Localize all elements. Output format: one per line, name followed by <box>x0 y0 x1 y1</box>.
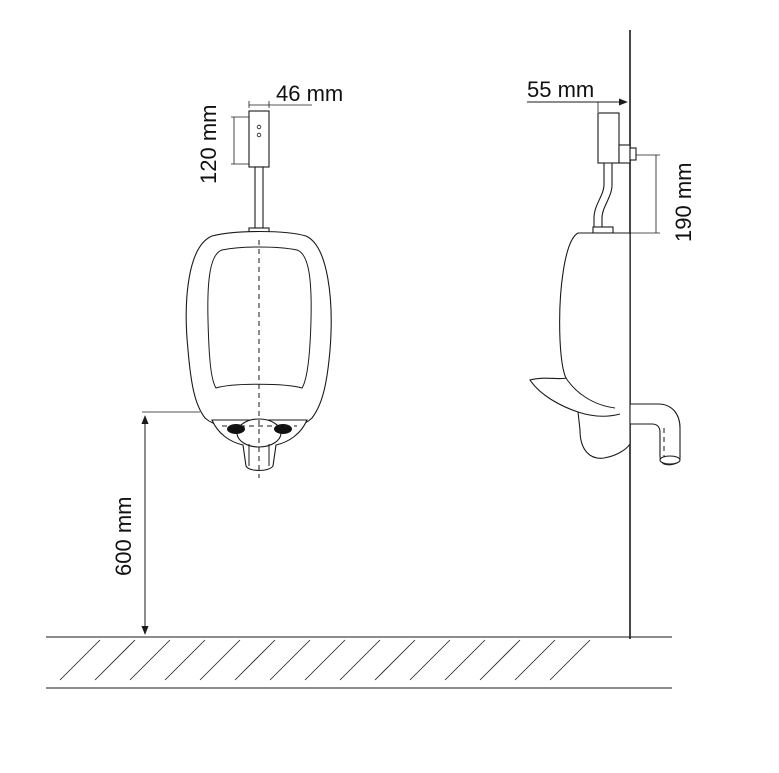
sensor-led <box>256 132 262 138</box>
flush-pipe-side <box>593 162 613 230</box>
urinal-lip-side <box>565 377 616 409</box>
label-55mm: 55 mm <box>527 77 594 102</box>
floor-hatching <box>59 639 591 681</box>
label-46mm: 46 mm <box>276 81 343 106</box>
wall-bracket-bolt <box>629 147 637 161</box>
dim-wall-offset: 55 mm <box>527 77 628 112</box>
drain-elbow <box>629 403 681 466</box>
urinal-front-view <box>185 110 332 478</box>
pipe-collar-side <box>592 226 614 234</box>
urinal-bowl-inner <box>207 246 312 389</box>
label-190mm: 190 mm <box>671 163 696 242</box>
dim-sensor-height: 120 mm <box>196 105 249 184</box>
sensor-box-front <box>248 110 270 168</box>
dim-rim-height: 600 mm <box>111 411 200 635</box>
urinal-trap-side <box>577 411 621 417</box>
drain-outlet <box>659 455 681 465</box>
sensor-box-side <box>597 112 620 164</box>
flush-pipe-front <box>254 166 264 229</box>
label-120mm: 120 mm <box>196 105 221 184</box>
sensor-led <box>256 124 262 130</box>
wall-bracket <box>618 144 631 164</box>
urinal-side-view <box>529 112 681 466</box>
label-600mm: 600 mm <box>111 497 136 576</box>
dim-pipe-height: 190 mm <box>630 154 696 242</box>
urinal-body-side <box>529 232 631 459</box>
outlet-neck-front <box>248 444 270 466</box>
floor <box>46 636 672 689</box>
dim-sensor-width: 46 mm <box>248 81 343 108</box>
